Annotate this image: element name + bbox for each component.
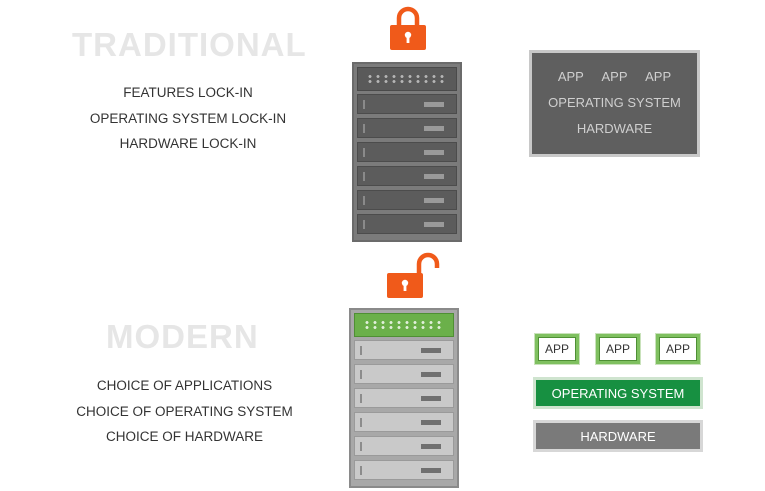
- list-item: FEATURES LOCK-IN: [123, 85, 253, 100]
- rack-slot: [354, 436, 454, 456]
- rack-slot: [354, 340, 454, 360]
- traditional-hardware-label: HARDWARE: [576, 121, 653, 136]
- rack-top-panel: [354, 313, 454, 337]
- traditional-server-rack-icon: [352, 62, 462, 242]
- modern-app-box: APP: [534, 333, 580, 365]
- rack-slot: [354, 412, 454, 432]
- rack-slot: [357, 190, 457, 210]
- list-item: CHOICE OF OPERATING SYSTEM: [76, 403, 293, 419]
- modern-hardware-bar: HARDWARE: [533, 420, 703, 452]
- list-item: HARDWARE LOCK-IN: [119, 136, 257, 151]
- app-label: APP: [659, 337, 697, 361]
- traditional-stack: APP APP APP OPERATING SYSTEM HARDWARE: [529, 50, 700, 157]
- modern-os-bar: OPERATING SYSTEM: [533, 377, 703, 409]
- list-item: OPERATING SYSTEM LOCK-IN: [89, 110, 287, 126]
- traditional-apps-row: APP APP APP: [532, 69, 697, 84]
- modern-app-box: APP: [655, 333, 701, 365]
- rack-slot: [357, 142, 457, 162]
- modern-title: MODERN: [106, 318, 259, 355]
- traditional-features-list: FEATURES LOCK-IN OPERATING SYSTEM LOCK-I…: [78, 80, 298, 157]
- rack-slot: [357, 166, 457, 186]
- rack-top-panel: [357, 67, 457, 91]
- app-label: APP: [645, 69, 672, 84]
- rack-slot: [354, 460, 454, 480]
- modern-features-list: CHOICE OF APPLICATIONS CHOICE OF OPERATI…: [62, 373, 307, 450]
- app-label: APP: [557, 69, 584, 84]
- app-label: APP: [538, 337, 576, 361]
- app-label: APP: [599, 337, 637, 361]
- rack-slot: [357, 94, 457, 114]
- rack-slot: [357, 118, 457, 138]
- modern-app-box: APP: [595, 333, 641, 365]
- modern-server-rack-icon: [349, 308, 459, 488]
- rack-slot: [357, 214, 457, 234]
- app-label: APP: [601, 69, 628, 84]
- rack-slot: [354, 388, 454, 408]
- traditional-title: TRADITIONAL: [72, 26, 307, 63]
- list-item: CHOICE OF HARDWARE: [105, 429, 263, 444]
- lock-closed-icon: [390, 6, 426, 50]
- rack-slot: [354, 364, 454, 384]
- list-item: CHOICE OF APPLICATIONS: [96, 378, 273, 393]
- lock-open-icon: [387, 252, 440, 298]
- traditional-os-label: OPERATING SYSTEM: [548, 95, 681, 110]
